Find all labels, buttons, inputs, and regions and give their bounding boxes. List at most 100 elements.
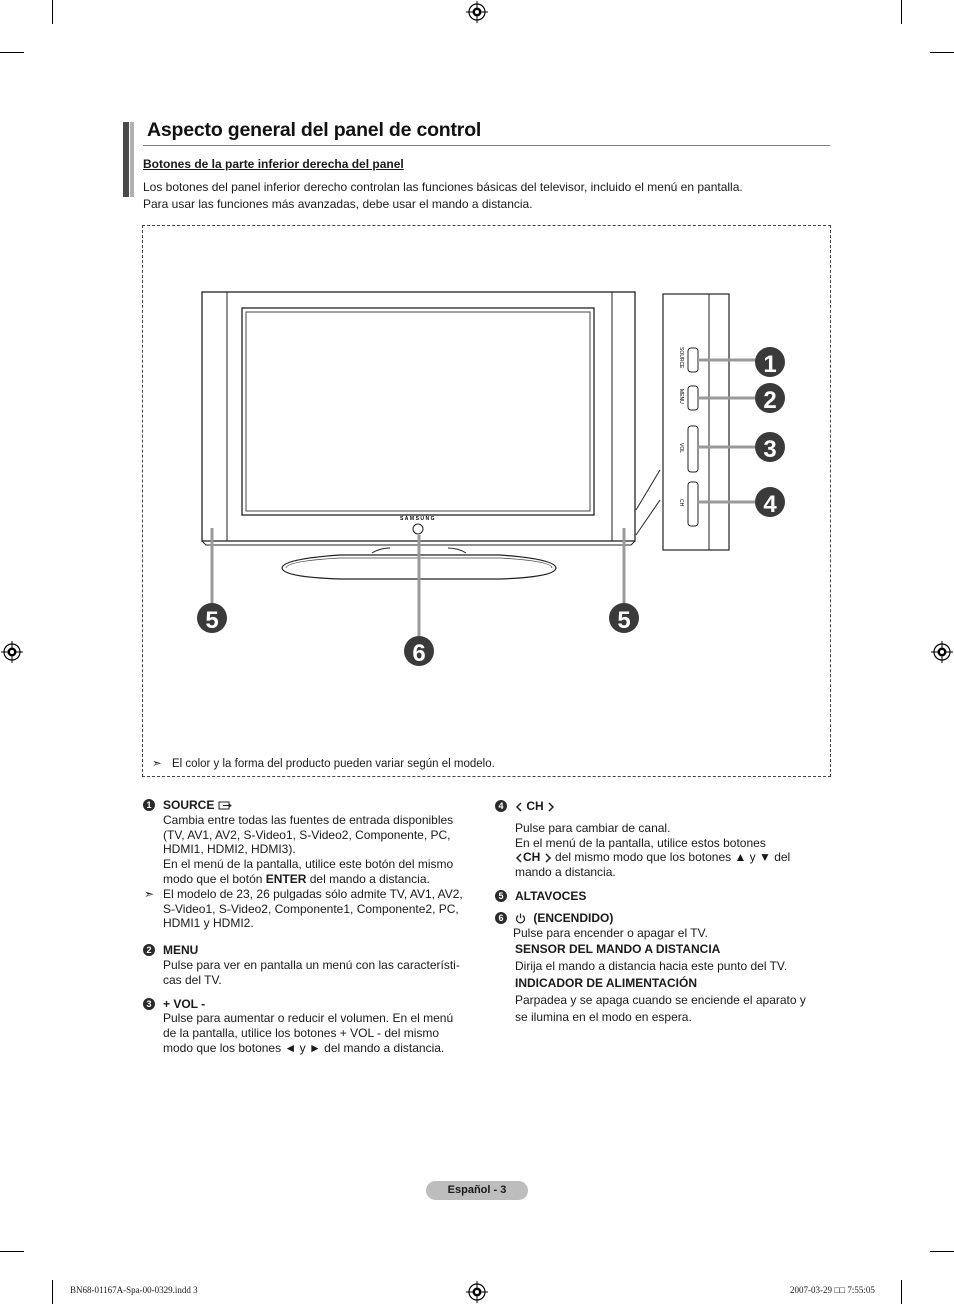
callout-5-number: 5 [205, 607, 218, 634]
chevron-right-icon [545, 853, 551, 863]
callout-2: 2 [755, 383, 785, 414]
item-text: (TV, AV1, AV2, S-Video1, S-Video2, Compo… [163, 827, 451, 842]
crop-mark [901, 1280, 902, 1304]
ch-inline-label: CH [523, 850, 541, 865]
power-button-icon [412, 523, 424, 535]
item-label: SOURCE [163, 798, 215, 812]
source-icon [218, 801, 232, 810]
item-text: Pulse para ver en pantalla un menú con l… [163, 957, 460, 972]
item-text: Pulse para cambiar de canal. [515, 820, 671, 835]
callout-4: 4 [755, 487, 785, 518]
note-arrow-icon: ➣ [152, 758, 162, 770]
intro-line: Para usar las funciones más avanzadas, d… [143, 197, 533, 211]
crop-mark [52, 1280, 53, 1304]
item-number: 3 [143, 997, 155, 1010]
callout-5-number: 5 [617, 607, 630, 634]
sensor-label: SENSOR DEL MANDO A DISTANCIA [515, 942, 721, 957]
item-text: En el menú de la pantalla, utilice este … [163, 857, 454, 872]
item-text: HDMI1, HDMI2, HDMI3). [163, 842, 296, 857]
item-text: mando a distancia. [515, 865, 616, 880]
item-label: ALTAVOCES [515, 888, 587, 903]
item-ch: 4 CH Pulse para cambiar de canal. En el … [495, 799, 835, 880]
item-text-part: modo que el botón [163, 871, 266, 886]
figure-note-text: El color y la forma del producto pueden … [172, 758, 495, 770]
side-label-source: SOURCE [678, 347, 684, 369]
power-icon [515, 913, 526, 924]
item-text: Pulse para aumentar o reducir el volumen… [163, 1011, 454, 1026]
item-menu: 2 MENU Pulse para ver en pantalla un men… [143, 943, 488, 987]
callout-leaders [210, 358, 762, 640]
item-vol: 3 + VOL - Pulse para aumentar o reducir … [143, 997, 488, 1056]
page-title: Aspecto general del panel de control [147, 119, 482, 141]
tv-illustration: SAMSUNG SOURCE MENU VOL CH 1 2 3 4 5 [197, 291, 785, 667]
item-source: 1 SOURCE Cambia entre todas las fuentes … [143, 798, 488, 931]
item-number: 1 [143, 799, 155, 811]
side-label-vol: VOL [678, 443, 684, 453]
intro-paragraph: Los botones del panel inferior derecho c… [143, 179, 833, 213]
print-slug-date: 2007-03-29 □□ 7:55:05 [790, 1285, 875, 1295]
item-label: CH [526, 799, 544, 813]
print-slug-file: BN68-01167A-Spa-00-0329.indd 3 [70, 1285, 198, 1295]
note-text: HDMI1 y HDMI2. [163, 916, 254, 931]
title-accent-bar [123, 122, 135, 197]
registration-mark-icon [931, 641, 953, 663]
chevron-left-icon [515, 853, 522, 863]
crop-mark [0, 52, 24, 53]
item-text: Dirija el mando a distancia hacia este p… [515, 959, 788, 974]
item-text: cas del TV. [163, 972, 222, 987]
enter-key-label: ENTER [265, 871, 307, 886]
side-label-ch: CH [678, 499, 684, 507]
callout-3: 3 [755, 432, 785, 463]
registration-mark-icon [466, 1281, 488, 1303]
note-arrow-icon: ➣ [144, 886, 155, 901]
indicator-label: INDICADOR DE ALIMENTACIÓN [515, 975, 697, 990]
callout-4-number: 4 [763, 491, 777, 518]
note-text: El modelo de 23, 26 pulgadas sólo admite… [163, 886, 463, 901]
crop-mark [0, 1251, 24, 1252]
callout-6: 6 [404, 636, 434, 667]
item-altavoces: 5 ALTAVOCES [495, 889, 835, 904]
item-text-part: del mando a distancia. [306, 871, 430, 886]
tv-figure-box [142, 225, 831, 777]
tv-brand-label: SAMSUNG [400, 516, 436, 522]
item-text: Parpadea y se apaga cuando se enciende e… [515, 992, 806, 1007]
section-subheading: Botones de la parte inferior derecha del… [143, 157, 404, 171]
item-text: En el menú de la pantalla, utilice estos… [515, 835, 766, 850]
crop-mark [930, 1251, 954, 1252]
description-column-left: 1 SOURCE Cambia entre todas las fuentes … [143, 798, 488, 1063]
chevron-right-icon [548, 802, 555, 812]
page-number-badge: Español - 3 [426, 1181, 528, 1200]
item-text: de la pantalla, utilice los botones + VO… [163, 1026, 440, 1041]
description-column-right: 4 CH Pulse para cambiar de canal. En el … [495, 799, 835, 1031]
item-text: modo que el botón ENTER del mando a dist… [163, 872, 488, 887]
item-text-part: del mismo modo que los botones ▲ y ▼ del [551, 850, 791, 865]
source-note: ➣ El modelo de 23, 26 pulgadas sólo admi… [144, 886, 488, 931]
figure-note: ➣ El color y la forma del producto pueden… [152, 756, 495, 770]
note-text: S-Video1, S-Video2, Componente1, Compone… [163, 901, 459, 916]
item-number: 6 [495, 911, 507, 924]
intro-line: Los botones del panel inferior derecho c… [143, 180, 743, 194]
side-label-menu: MENU [678, 389, 684, 404]
item-label: + VOL - [163, 996, 206, 1011]
item-number: 4 [495, 800, 507, 812]
item-power: 6 (ENCENDIDO) Pulse para encender o apag… [495, 911, 835, 1025]
item-number: 5 [495, 889, 507, 902]
callout-5-left: 5 [197, 603, 227, 634]
callout-6-number: 6 [412, 640, 425, 667]
title-divider [143, 145, 830, 146]
chevron-left-icon [515, 802, 522, 812]
callout-5-right: 5 [609, 603, 639, 634]
item-text: CH del mismo modo que los botones ▲ y ▼ … [515, 850, 835, 865]
tv-front: SAMSUNG [201, 291, 636, 546]
callout-2-number: 2 [763, 387, 776, 414]
item-text: modo que los botones ◄ y ► del mando a d… [163, 1040, 445, 1055]
registration-mark-icon [1, 641, 23, 663]
crop-mark [52, 0, 53, 24]
item-number: 2 [143, 944, 155, 957]
callout-1-number: 1 [763, 351, 776, 378]
crop-mark [930, 52, 954, 53]
tv-side-panel: SOURCE MENU VOL CH [635, 293, 730, 551]
item-label: (ENCENDIDO) [533, 910, 614, 925]
item-label: MENU [163, 943, 199, 958]
callout-3-number: 3 [763, 436, 776, 463]
